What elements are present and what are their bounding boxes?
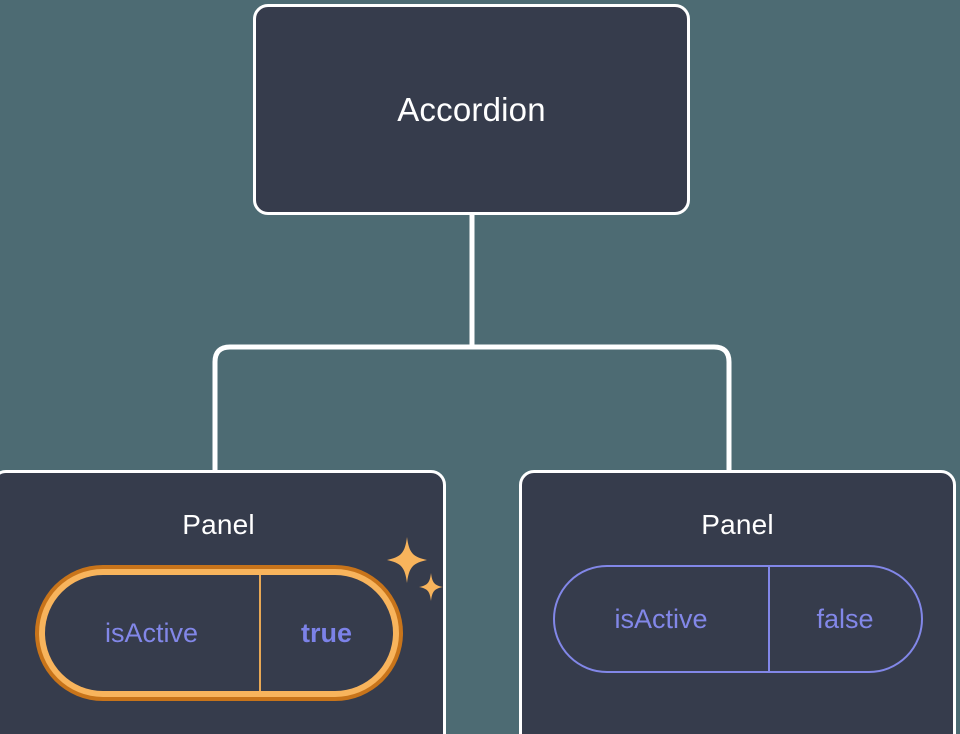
node-title: Accordion [397, 90, 546, 128]
prop-pill-inner-ring: isActive true [38, 569, 399, 697]
prop-key: isActive [45, 575, 261, 691]
prop-key: isActive [555, 567, 770, 671]
connector-branch-bar [212, 344, 732, 470]
prop-pill-wrapper-right: isActive false [552, 565, 923, 673]
prop-pill-wrapper-left: isActive true [34, 537, 443, 701]
node-panel-right[interactable]: Panel isActive false [519, 470, 956, 734]
prop-value: false [816, 603, 874, 634]
prop-pill[interactable]: isActive false [552, 565, 923, 673]
prop-pill-highlighted[interactable]: isActive true [34, 565, 403, 701]
sparkle-star-small [418, 573, 443, 601]
node-title: Panel [701, 509, 774, 540]
sparkles-icon [386, 537, 443, 601]
prop-value: true [300, 617, 352, 648]
sparkle-star-large [386, 537, 427, 583]
node-title: Panel [182, 509, 255, 540]
prop-pill-core: isActive true [44, 575, 393, 691]
node-accordion[interactable]: Accordion [253, 4, 690, 215]
node-panel-left[interactable]: Panel isActive true [0, 470, 446, 734]
